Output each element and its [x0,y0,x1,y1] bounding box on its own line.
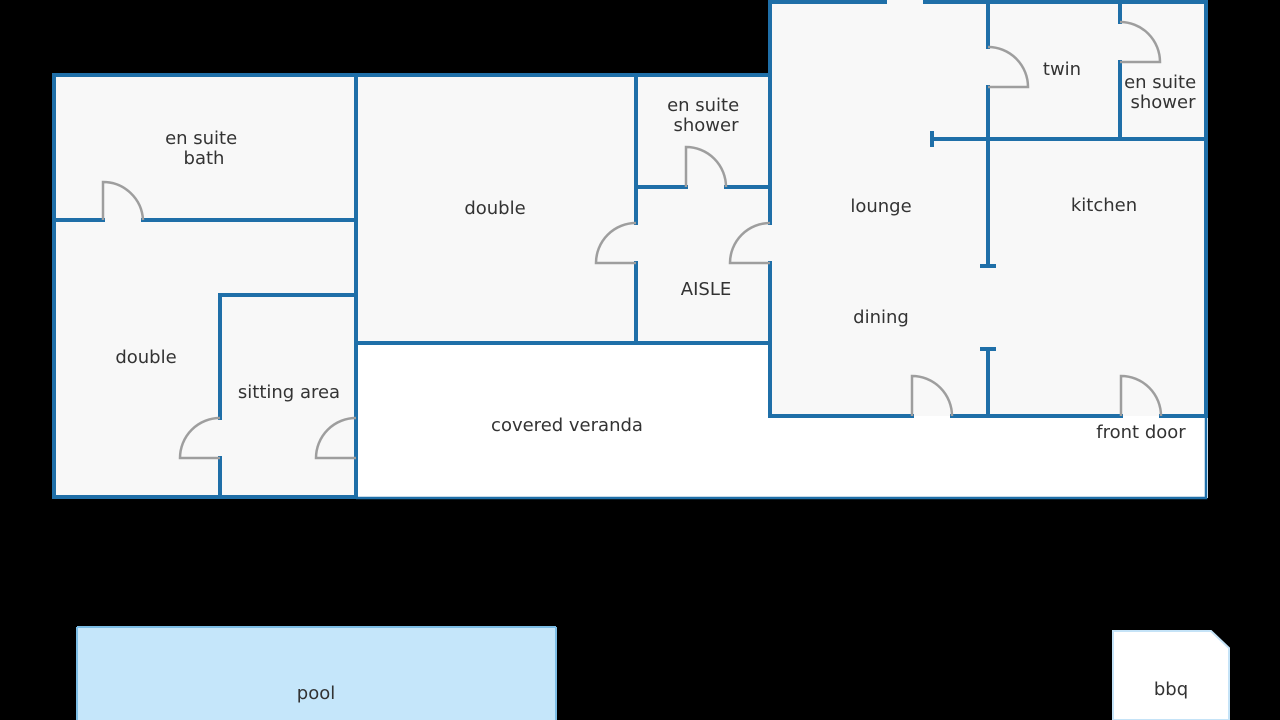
pool-area [77,627,556,720]
veranda-edge [356,416,1208,500]
door-swing-double-left [178,416,221,460]
label-sitting-area: sitting area [238,382,340,403]
label-pool: pool [297,683,335,704]
label-en-suite-bath-line-2: bath [184,148,225,169]
label-en-suite-bath: en suite bath [165,128,243,169]
label-dining: dining [853,307,909,328]
door-swing-bath [101,180,145,221]
left-block-outline [52,73,358,499]
label-front-door: front door [1096,422,1186,443]
door-swing-sitting [314,416,357,460]
label-aisle: AISLE [681,279,731,300]
label-en-suite-shower-right: en suite shower [1124,72,1202,113]
door-swing-shower-middle [684,145,728,188]
label-bbq: bbq [1154,679,1188,700]
label-en-suite-shower-middle: en suite shower [667,95,745,136]
door-swing-shower-right [1119,20,1162,64]
label-double-left: double [115,347,176,368]
door-swing-aisle-left [594,221,637,265]
label-en-suite-shower-right-line-1: en suite [1124,72,1196,93]
door-swing-twin [987,45,1030,89]
room-labels: en suite bath double sitting area double… [115,59,1202,704]
door-swing-aisle-right [728,221,771,265]
label-en-suite-shower-right-line-2: shower [1131,92,1197,113]
label-double-middle: double [464,198,525,219]
label-kitchen: kitchen [1071,195,1137,216]
walls [52,0,1208,499]
doors [101,20,1163,460]
label-en-suite-bath-line-1: en suite [165,128,237,149]
bbq-area [1112,630,1230,720]
left-block-fill [55,75,356,497]
middle-block-fill [356,75,770,343]
veranda-outline [356,416,1208,500]
label-covered-veranda: covered veranda [491,415,643,436]
label-en-suite-shower-middle-line-1: en suite [667,95,739,116]
label-twin: twin [1043,59,1081,80]
label-en-suite-shower-middle-line-2: shower [674,115,740,136]
door-swing-front [1119,374,1163,417]
label-lounge: lounge [850,196,911,217]
door-swing-dining [910,374,954,417]
